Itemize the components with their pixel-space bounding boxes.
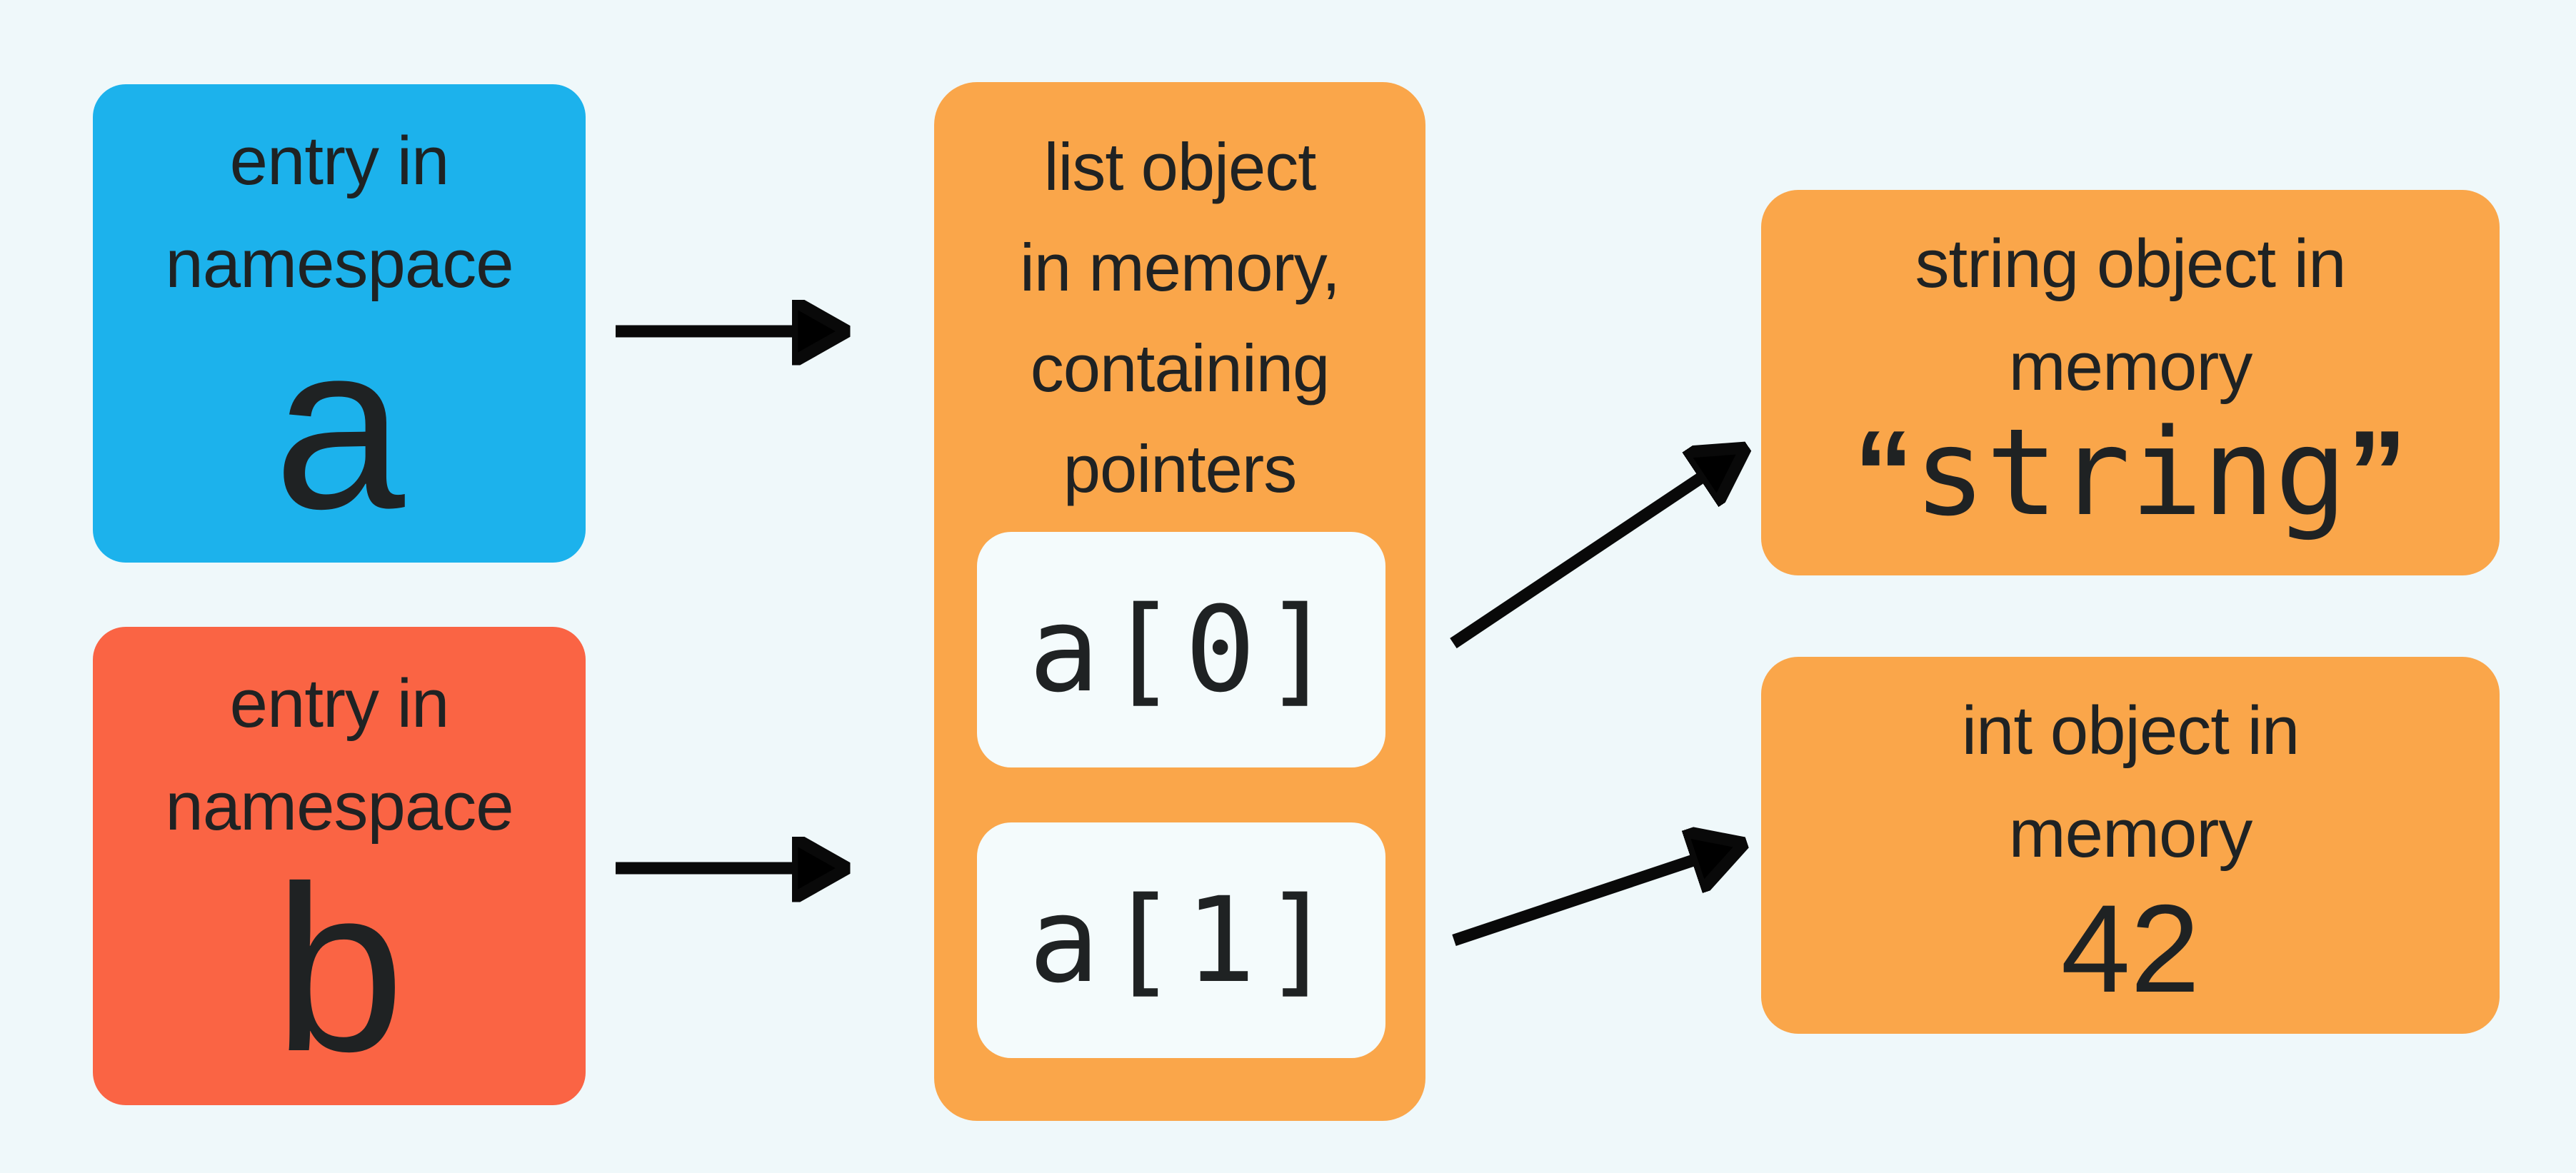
int-object-label: int object in memory — [1962, 680, 2300, 885]
pointer-slot-a1-label: a[1] — [1028, 872, 1341, 1009]
int-object-label-line1: int object in — [1961, 693, 2300, 769]
int-object-label-line2: memory — [2008, 795, 2253, 872]
string-object-label-line1: string object in — [1915, 226, 2347, 302]
string-object-value: “string” — [1854, 407, 2407, 539]
namespace-a-label-line2: namespace — [165, 226, 513, 302]
arrow-a1-to-int — [1452, 843, 1745, 947]
list-object-title: list object in memory, containing pointers — [1020, 116, 1340, 519]
list-title-line4: pointers — [1063, 431, 1297, 506]
int-object-box: int object in memory 42 — [1761, 657, 2500, 1034]
string-object-box: string object in memory “string” — [1761, 190, 2500, 575]
open-quote: “ — [1853, 406, 1914, 540]
pointer-slot-a0: a[0] — [977, 532, 1385, 767]
namespace-b-variable: b — [274, 837, 405, 1100]
namespace-b-label: entry in namespace — [165, 653, 513, 858]
namespace-b-box: entry in namespace b — [93, 627, 586, 1105]
namespace-b-label-line1: entry in — [229, 665, 450, 742]
namespace-b-label-line2: namespace — [165, 768, 513, 845]
close-quote: ” — [2347, 406, 2407, 540]
string-object-value-text: string — [1913, 403, 2347, 543]
int-object-value: 42 — [2060, 880, 2200, 1019]
namespace-a-variable: a — [274, 294, 405, 558]
pointer-slot-a0-label: a[0] — [1028, 581, 1341, 718]
list-title-line1: list object — [1043, 129, 1317, 204]
namespace-a-label-line1: entry in — [229, 123, 450, 199]
arrow-a0-to-string — [1450, 448, 1746, 649]
namespace-a-box: entry in namespace a — [93, 84, 586, 563]
namespace-a-label: entry in namespace — [165, 110, 513, 316]
pointer-slot-a1: a[1] — [977, 822, 1385, 1058]
list-title-line3: containing — [1030, 331, 1330, 406]
string-object-label: string object in memory — [1915, 213, 2347, 418]
string-object-label-line2: memory — [2008, 328, 2253, 405]
list-title-line2: in memory, — [1020, 230, 1340, 305]
